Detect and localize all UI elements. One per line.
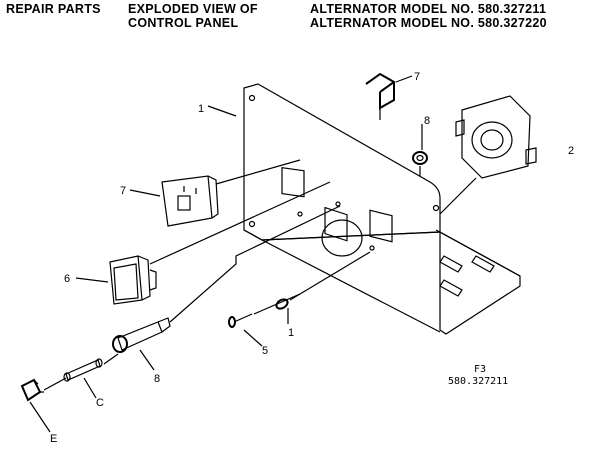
- grommet: [275, 298, 289, 310]
- duplex-outlet: [161, 175, 219, 227]
- repair-parts-heading: REPAIR PARTS: [6, 2, 101, 16]
- exploded-view-heading: EXPLODED VIEW OF: [128, 2, 258, 16]
- callout-screw: 5: [262, 345, 268, 357]
- control-panel-heading: CONTROL PANEL: [128, 16, 239, 30]
- assembly-lines: [43, 108, 477, 391]
- model-number-heading-1: ALTERNATOR MODEL NO. 580.327211: [310, 2, 547, 16]
- callout-twist-lock-receptacle: 2: [568, 145, 574, 157]
- fuse-holder: [112, 317, 171, 353]
- bracket-clip: [365, 72, 396, 110]
- figure-number: F3: [474, 364, 486, 375]
- control-panel-plate: [243, 83, 521, 335]
- callout-fuse-holder: 8: [154, 373, 160, 385]
- model-number-heading-2: ALTERNATOR MODEL NO. 580.327220: [310, 16, 547, 30]
- outlet-nut: [412, 151, 428, 165]
- callout-circuit-breaker: 6: [64, 273, 70, 285]
- fuse: [63, 358, 103, 382]
- screw: [228, 313, 253, 328]
- callout-grommet: 1: [288, 327, 294, 339]
- callout-outlet-nut: 8: [424, 115, 430, 127]
- callout-duplex-outlet: 7: [120, 185, 126, 197]
- figure-model-number: 580.327211: [448, 376, 508, 387]
- callout-fuse: C: [96, 397, 104, 409]
- twist-lock-receptacle: [455, 95, 537, 179]
- callout-panel: 1: [198, 103, 204, 115]
- callout-leaders: [29, 75, 423, 433]
- circuit-breaker: [109, 255, 157, 305]
- callout-knob: E: [50, 433, 57, 445]
- callout-bracket-clip: 7: [414, 71, 420, 83]
- knob: [20, 378, 44, 402]
